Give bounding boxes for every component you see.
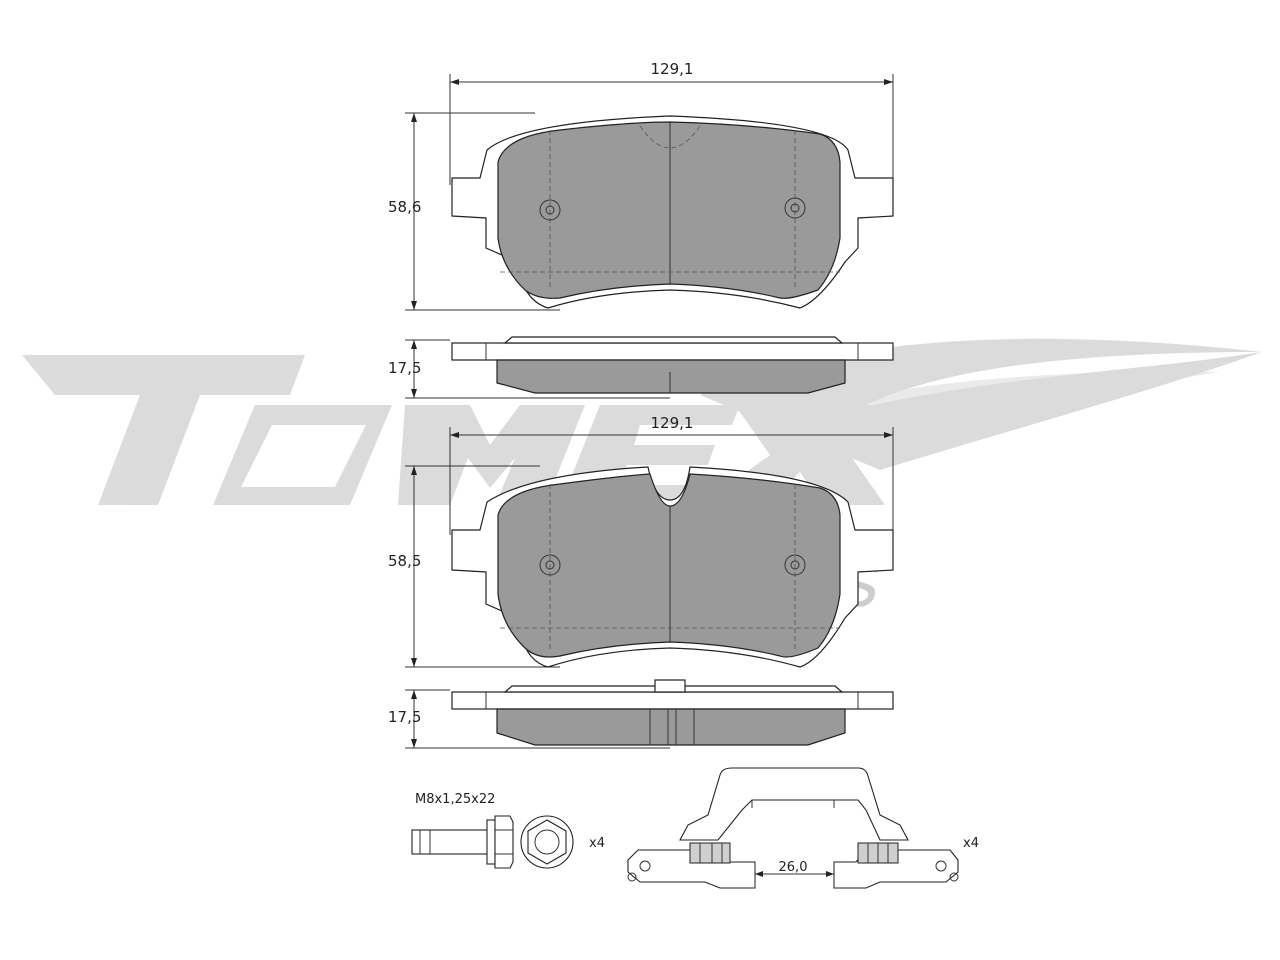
bolt-drawing	[411, 815, 574, 869]
spring-width-label: 26,0	[779, 860, 808, 875]
pad-2-thickness-label: 17,5	[388, 708, 421, 726]
pad-2-side-view	[405, 679, 894, 749]
pad-1-side-view	[405, 336, 894, 399]
pad-2-top-view	[405, 427, 894, 668]
pad-1-thickness-label: 17,5	[388, 359, 421, 377]
pad-1-width-label: 129,1	[651, 60, 694, 78]
bolt-spec-label: M8x1,25x22	[415, 792, 495, 807]
spring-qty-label: x4	[963, 836, 979, 851]
pad-2-height-label: 58,5	[388, 552, 421, 570]
pad-1-height-label: 58,6	[388, 198, 421, 216]
pad-2-width-label: 129,1	[651, 414, 694, 432]
bolt-qty-label: x4	[589, 836, 605, 851]
spring-clip-drawing	[627, 767, 959, 889]
pad-1-top-view	[405, 74, 894, 311]
